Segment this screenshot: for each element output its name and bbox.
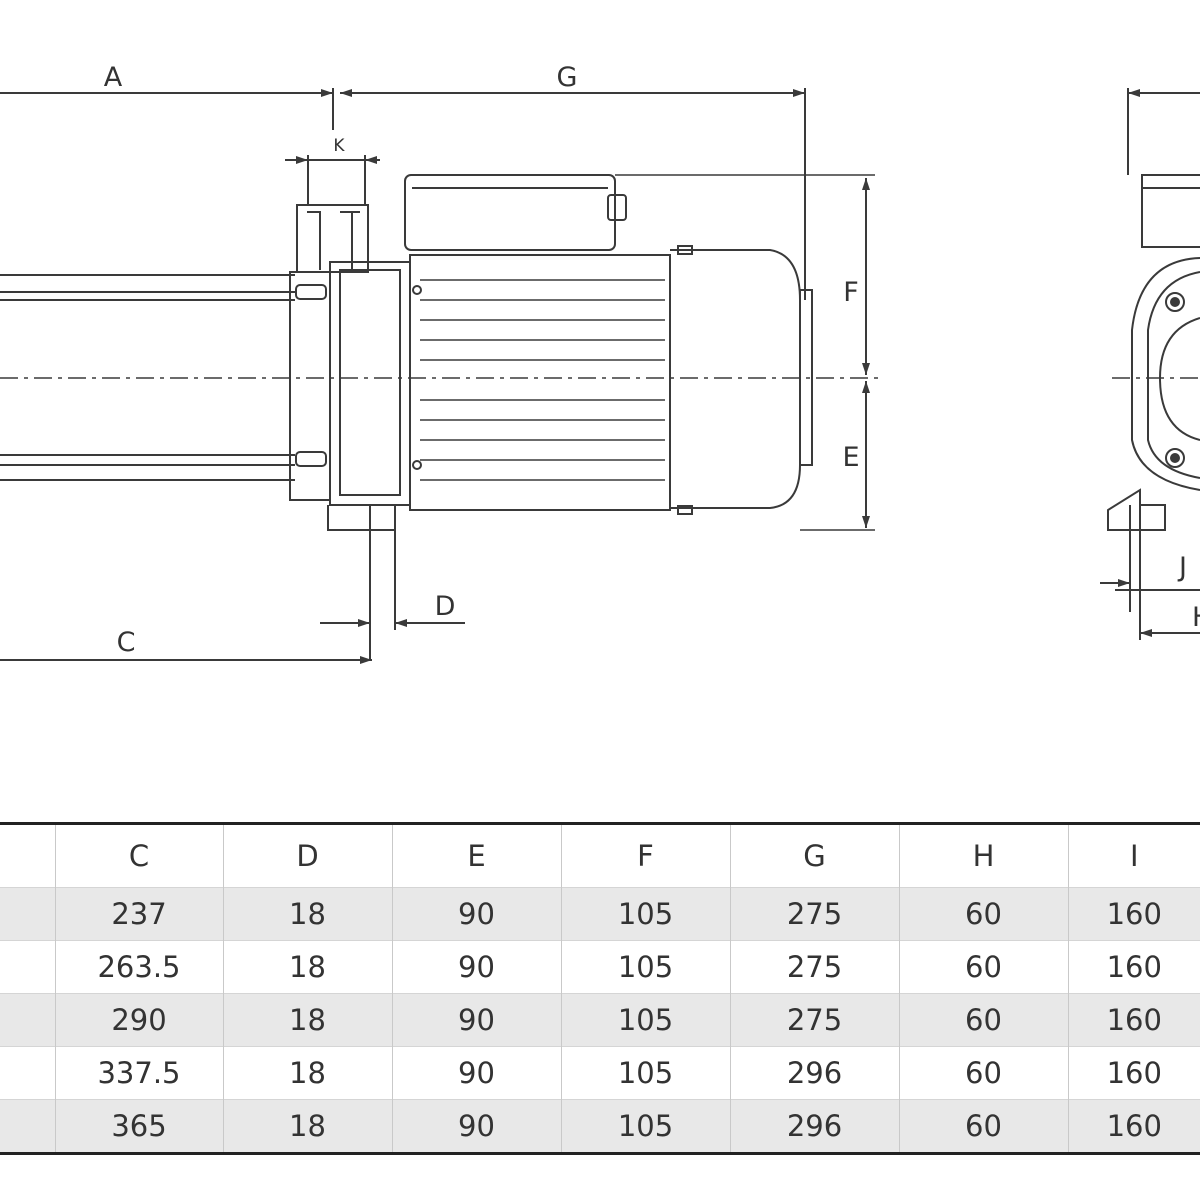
- header-cell: I: [1067, 823, 1200, 888]
- dim-label-c: C: [117, 627, 136, 658]
- dimension-table: C D E F G H I 237 18 90 105 275 60 160 2…: [0, 822, 1200, 1155]
- table-cell: 105: [560, 887, 730, 941]
- table-cell: 105: [560, 940, 730, 994]
- pump-dimension-drawing: A G K F E D C J H: [0, 62, 1200, 664]
- table-row: 365 18 90 105 296 60 160: [0, 1099, 1200, 1154]
- table-cell: 18: [222, 1046, 392, 1100]
- dim-label-h: H: [1192, 602, 1200, 633]
- table-cell: 296: [729, 1046, 899, 1100]
- table-cell: 337.5: [54, 1046, 223, 1100]
- table-header-row: C D E F G H I: [0, 823, 1200, 888]
- dim-label-k: K: [333, 136, 345, 156]
- table-row: 263.5 18 90 105 275 60 160: [0, 940, 1200, 994]
- table-row: 290 18 90 105 275 60 160: [0, 993, 1200, 1047]
- table-cell: 90: [391, 993, 561, 1047]
- table-cell: 18: [222, 940, 392, 994]
- header-cell: [0, 824, 55, 888]
- table-cell: 160: [1067, 887, 1200, 941]
- table-cell: 60: [898, 1046, 1068, 1100]
- table-cell: 105: [560, 993, 730, 1047]
- table-cell: 160: [1067, 1046, 1200, 1100]
- table-cell: 275: [729, 940, 899, 994]
- table-row: 337.5 18 90 105 296 60 160: [0, 1046, 1200, 1100]
- table-row: 237 18 90 105 275 60 160: [0, 887, 1200, 941]
- dim-label-e: E: [842, 442, 859, 473]
- table-cell: [0, 993, 55, 1047]
- header-cell: G: [729, 823, 899, 888]
- table-cell: 105: [560, 1099, 730, 1154]
- dim-label-d: D: [435, 591, 456, 622]
- table-cell: 60: [898, 887, 1068, 941]
- table-cell: 275: [729, 993, 899, 1047]
- table-cell: 275: [729, 887, 899, 941]
- table-cell: 160: [1067, 1099, 1200, 1154]
- header-cell: E: [391, 823, 561, 888]
- table-cell: [0, 1099, 55, 1154]
- table-cell: 365: [54, 1099, 223, 1154]
- dim-label-g: G: [557, 62, 578, 93]
- table-cell: 90: [391, 887, 561, 941]
- table-cell: 290: [54, 993, 223, 1047]
- table-cell: 160: [1067, 993, 1200, 1047]
- header-cell: C: [54, 823, 223, 888]
- table-cell: 90: [391, 1099, 561, 1154]
- header-cell: F: [560, 823, 730, 888]
- table-cell: 296: [729, 1099, 899, 1154]
- table-cell: 263.5: [54, 940, 223, 994]
- dim-label-j: J: [1177, 552, 1187, 583]
- table-cell: 60: [898, 940, 1068, 994]
- table-cell: 60: [898, 993, 1068, 1047]
- table-cell: 18: [222, 1099, 392, 1154]
- dim-label-f: F: [843, 277, 859, 308]
- table-cell: 18: [222, 887, 392, 941]
- table-cell: 105: [560, 1046, 730, 1100]
- table-cell: [0, 941, 55, 994]
- dim-label-a: A: [104, 62, 123, 93]
- table-cell: 60: [898, 1099, 1068, 1154]
- table-cell: [0, 1047, 55, 1100]
- header-cell: H: [898, 823, 1068, 888]
- header-cell: D: [222, 823, 392, 888]
- table-cell: [0, 887, 55, 941]
- side-view: [0, 88, 880, 664]
- table-cell: 160: [1067, 940, 1200, 994]
- end-view: [1100, 88, 1200, 640]
- table-cell: 90: [391, 940, 561, 994]
- table-cell: 90: [391, 1046, 561, 1100]
- table-cell: 237: [54, 887, 223, 941]
- table-cell: 18: [222, 993, 392, 1047]
